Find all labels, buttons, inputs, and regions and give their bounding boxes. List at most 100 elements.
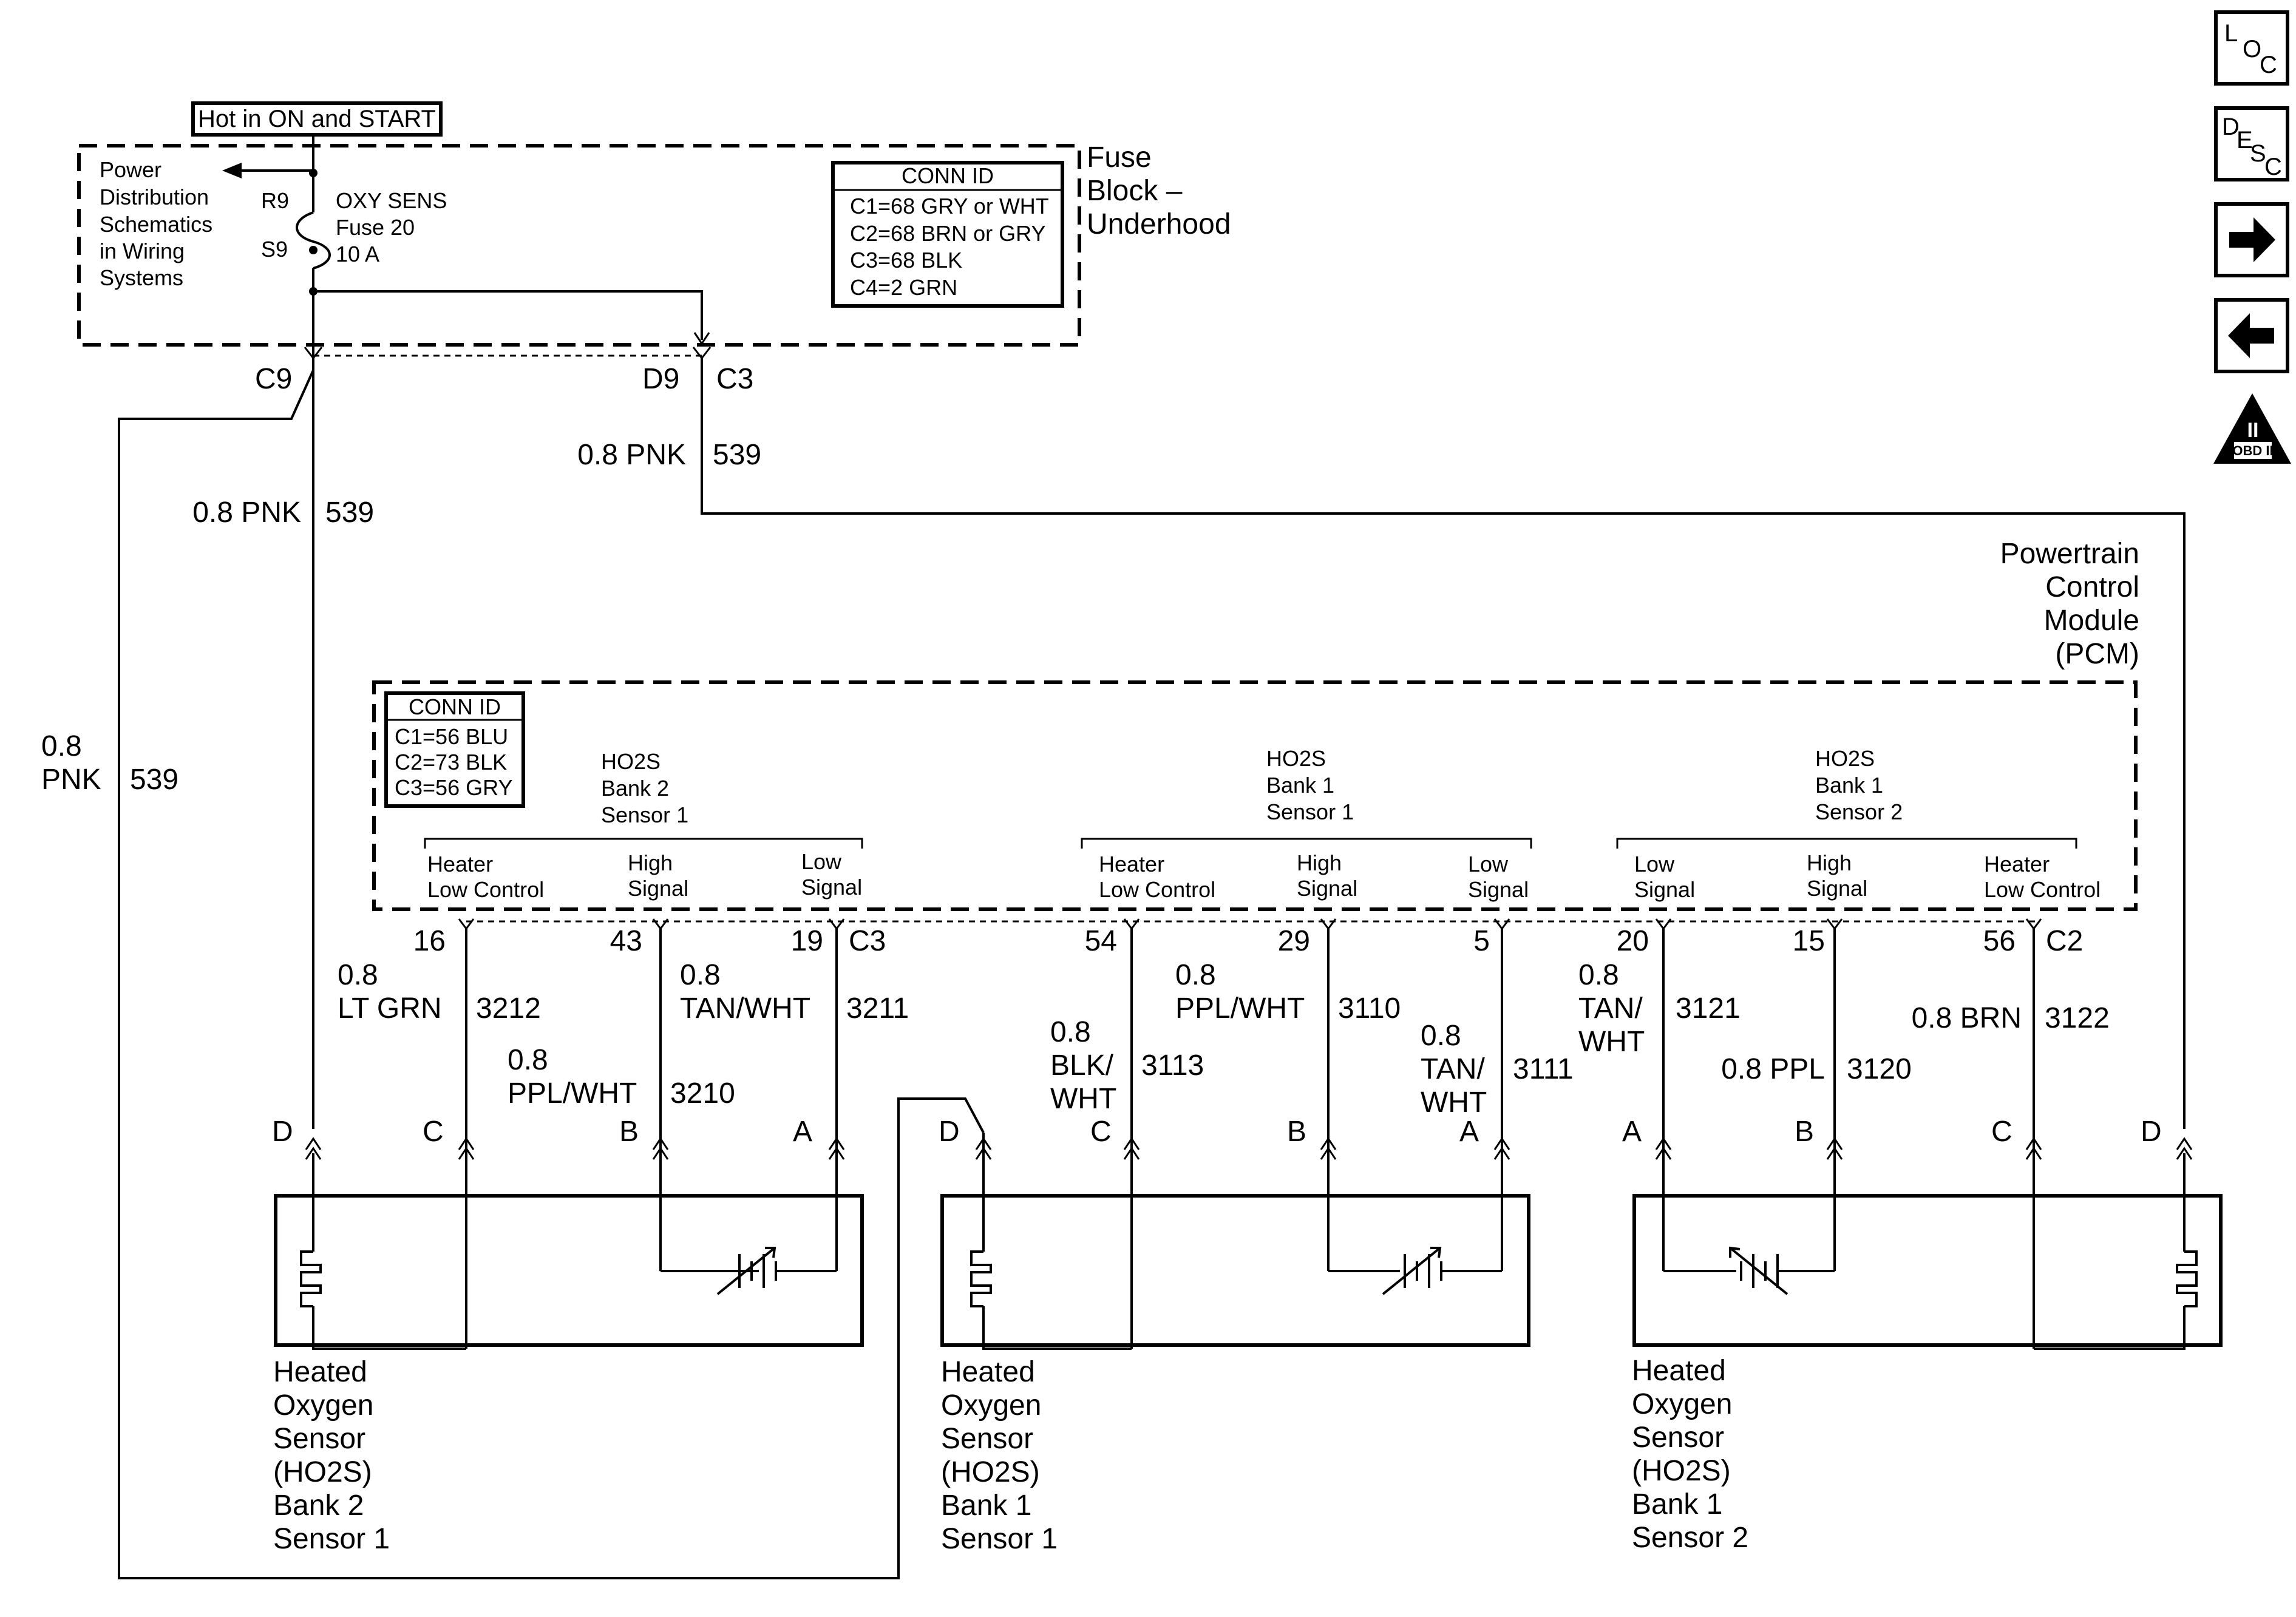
wire-3113-color-2: WHT	[1050, 1083, 1116, 1115]
wire-3120-color: 0.8 PPL	[1721, 1053, 1825, 1085]
pcm-pin-54: 54	[1085, 925, 1117, 957]
svg-text:High: High	[628, 850, 673, 875]
feed-wires: 0.8 PNK 539 0.8 PNK 539 0.8 PNK 539	[41, 358, 2186, 1579]
wire-3121-color-1: TAN/	[1578, 992, 1643, 1025]
svg-text:C2=73 BLK: C2=73 BLK	[395, 750, 507, 775]
sensor-cell-icon	[1328, 1247, 1502, 1295]
svg-text:Signal: Signal	[1297, 876, 1357, 901]
svg-text:Power: Power	[100, 157, 161, 182]
arrow-left-icon[interactable]	[2228, 313, 2274, 358]
svg-text:Sensor 1: Sensor 1	[1266, 799, 1354, 824]
wire-3113-size: 0.8	[1050, 1016, 1091, 1048]
svg-text:High: High	[1807, 850, 1852, 875]
sensor-b1s2-label-6: Sensor 2	[1632, 1522, 1748, 1554]
svg-text:HO2S: HO2S	[601, 749, 661, 774]
wire-3113-color-1: BLK/	[1050, 1049, 1114, 1082]
fuse-rating: 10 A	[336, 242, 379, 266]
wire-3120-circuit: 3120	[1847, 1053, 1912, 1085]
svg-text:C1=56 BLU: C1=56 BLU	[395, 724, 508, 749]
wire-539-b1s1-size: 0.8	[41, 730, 82, 762]
pcm-group-b2s1: HO2S Bank 2 Sensor 1 Heater Low Control …	[424, 749, 863, 902]
sensor-b1s2-label-2: Oxygen	[1632, 1388, 1732, 1420]
svg-text:Bank 1: Bank 1	[1815, 773, 1883, 798]
svg-text:Heater: Heater	[1099, 852, 1164, 876]
desc-icon[interactable]	[2214, 106, 2289, 181]
svg-text:Signal: Signal	[1807, 876, 1867, 901]
pcm-pin-29: 29	[1278, 925, 1310, 957]
nav-desc-button[interactable]: D E S C	[2214, 106, 2289, 181]
fuse-block-title-2: Block –	[1087, 175, 1183, 207]
pcm-pin-19: 19	[791, 925, 823, 957]
sensor-b1s2-body	[1632, 1194, 2223, 1347]
svg-text:Bank 1: Bank 1	[1266, 773, 1334, 798]
wire-539-b2s1-color: 0.8 PNK	[192, 497, 301, 529]
wire-3212-color: LT GRN	[338, 992, 442, 1025]
sensor-b1s2-pin-a: A	[1622, 1116, 1642, 1148]
pcm-title-3: Module	[2044, 605, 2139, 637]
svg-text:OBD II: OBD II	[2232, 443, 2273, 458]
sensor-b1s2-label-4: (HO2S)	[1632, 1455, 1731, 1487]
wire-3111-color-1: TAN/	[1421, 1053, 1485, 1085]
wire-3211-circuit: 3211	[846, 992, 909, 1025]
hot-label: Hot in ON and START	[198, 106, 436, 132]
pcm-title-1: Powertrain	[2000, 538, 2139, 570]
wire-3113-circuit: 3113	[1141, 1049, 1204, 1082]
hot-label-box	[191, 101, 443, 137]
svg-text:Heater: Heater	[427, 852, 493, 876]
svg-text:CONN ID: CONN ID	[409, 694, 501, 719]
wire-539-pcm-color: 0.8 PNK	[577, 439, 686, 471]
svg-text:High: High	[1297, 850, 1342, 875]
svg-text:C1=68 GRY or WHT: C1=68 GRY or WHT	[850, 194, 1049, 219]
svg-text:Low: Low	[801, 849, 842, 874]
nav-prev-button[interactable]	[2214, 298, 2289, 373]
wire-3212-size: 0.8	[338, 959, 378, 991]
svg-text:Low: Low	[1634, 852, 1675, 876]
svg-text:Systems: Systems	[100, 265, 183, 290]
svg-text:Signal: Signal	[801, 875, 862, 900]
svg-text:C4=2 GRN: C4=2 GRN	[850, 275, 957, 300]
wire-3111-size: 0.8	[1421, 1020, 1461, 1052]
loc-icon[interactable]	[2214, 10, 2289, 86]
sensor-b2s1-label-6: Sensor 1	[273, 1523, 390, 1555]
sensor-b1s2-pin-c: C	[1991, 1116, 2012, 1148]
sensor-b1s1-label-2: Oxygen	[941, 1389, 1041, 1422]
svg-text:Heater: Heater	[1984, 852, 2050, 876]
svg-text:Schematics: Schematics	[100, 212, 212, 237]
svg-text:Distribution: Distribution	[100, 185, 209, 209]
svg-text:C: C	[2260, 52, 2277, 78]
svg-text:Low Control: Low Control	[427, 877, 544, 902]
sensor-b1s1-body	[940, 1194, 1530, 1347]
wire-3110-circuit: 3110	[1338, 992, 1401, 1025]
wire-3210-size: 0.8	[508, 1044, 548, 1076]
wire-539-pcm-circuit: 539	[713, 439, 761, 471]
pcm-outline	[372, 680, 2138, 911]
sensor-b2s1-label-1: Heated	[273, 1356, 367, 1388]
fuse-block-outline	[77, 144, 1081, 347]
fuse-block-title-3: Underhood	[1087, 208, 1231, 240]
fuse-number: Fuse 20	[336, 215, 415, 240]
sensor-b2s1-label-4: (HO2S)	[273, 1456, 372, 1488]
nav-loc-button[interactable]: L O C	[2214, 10, 2289, 86]
sensor-b2s1-pin-c: C	[423, 1116, 444, 1148]
fuse-block-title-1: Fuse	[1087, 141, 1152, 174]
wire-3121-size: 0.8	[1578, 959, 1619, 991]
arrow-right-icon[interactable]	[2229, 217, 2275, 262]
fuse-block: Hot in ON and START Power Distribution S…	[77, 101, 1231, 395]
pcm-conn-c2: C2	[2046, 925, 2083, 957]
svg-text:C3=56 GRY: C3=56 GRY	[395, 775, 512, 800]
heater-icon	[2176, 1250, 2198, 1307]
pcm-pin-20: 20	[1617, 925, 1649, 957]
pcm-pin-56: 56	[1983, 925, 2016, 957]
sensor-b1s1-label-6: Sensor 1	[941, 1523, 1058, 1555]
pcm-group-b1s1: HO2S Bank 1 Sensor 1 Heater Low Control …	[1081, 746, 1532, 902]
sensor-b1s1-label-3: Sensor	[941, 1423, 1033, 1455]
nav-next-button[interactable]	[2214, 202, 2289, 277]
svg-text:E: E	[2237, 127, 2253, 154]
nav-obd-button[interactable]: II OBD II	[2213, 393, 2291, 464]
svg-text:HO2S: HO2S	[1815, 746, 1875, 771]
sensor-b1s1-pin-b: B	[1287, 1116, 1306, 1148]
wire-539-b1s1-circuit: 539	[130, 764, 178, 796]
pcm-pin-16: 16	[413, 925, 446, 957]
sensor-b2s1-label-5: Bank 2	[273, 1490, 364, 1522]
